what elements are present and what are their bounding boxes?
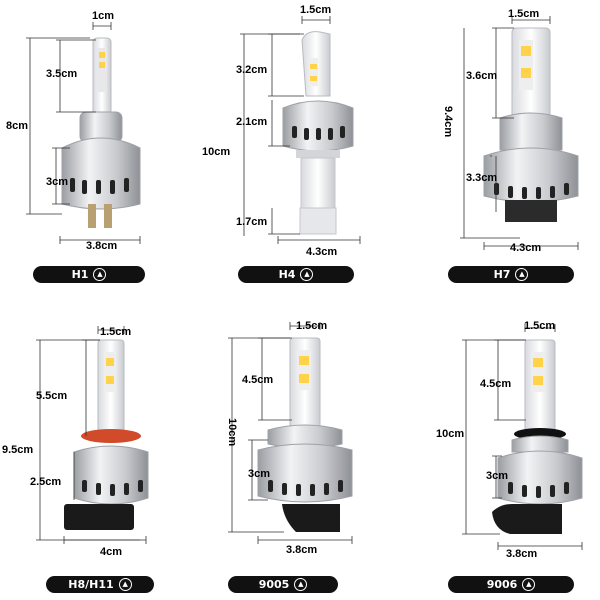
dim-body-height: 2.5cm <box>30 476 62 488</box>
dim-led-height: 5.5cm <box>36 390 68 402</box>
bulb-name: H4 <box>278 268 296 281</box>
dim-neck-height: 2.1cm <box>236 116 268 128</box>
dim-led-width: 1.5cm <box>524 320 556 332</box>
bulb-card-h8h11: 1.5cm 5.5cm 9.5cm 2.5cm 4cm H8/H11 ▲ <box>0 300 200 600</box>
dimension-lines <box>26 16 583 550</box>
dim-total-height: 9.4cm <box>442 106 454 138</box>
dim-led-width: 1.5cm <box>300 4 332 16</box>
bulb-label-h1: H1 ▲ <box>33 266 145 283</box>
bulb-name: 9005 <box>258 578 290 591</box>
dim-body-height: 3cm <box>248 468 271 480</box>
bulb-card-h7: 1.5cm 3.6cm 9.4cm 3.3cm 4.3cm H7 ▲ <box>400 0 600 300</box>
dim-body-width: 3.8cm <box>506 548 538 560</box>
bulb-h8h11-drawing <box>64 339 149 530</box>
bulb-label-h7: H7 ▲ <box>448 266 574 283</box>
dim-led-height: 3.5cm <box>46 68 78 80</box>
dim-led-height: 4.5cm <box>480 378 512 390</box>
chevron-up-circle-icon: ▲ <box>118 578 132 591</box>
bulb-h4-drawing <box>282 31 354 235</box>
bulb-card-h1: 1cm 3.5cm 8cm 3cm 3.8cm H1 ▲ <box>0 0 200 300</box>
dim-total-height: 9.5cm <box>2 444 34 456</box>
bulb-h1-drawing <box>61 37 141 228</box>
dim-body-width: 4.3cm <box>510 242 542 254</box>
dim-body-width: 4.3cm <box>306 246 338 258</box>
bulb-label-9006: 9006 ▲ <box>448 576 574 593</box>
chevron-up-circle-icon: ▲ <box>515 268 529 281</box>
bulb-card-9005: 1.5cm 4.5cm 10cm 3cm 3.8cm 9005 ▲ <box>200 300 400 600</box>
dim-body-width: 3.8cm <box>286 544 318 556</box>
bulb-card-h4: 1.5cm 3.2cm 2.1cm 10cm 1.7cm 4.3cm H4 ▲ <box>200 0 400 300</box>
dim-body-height: 3cm <box>486 470 509 482</box>
bulb-name: 9006 <box>486 578 518 591</box>
bulb-label-h8h11: H8/H11 ▲ <box>46 576 154 593</box>
bulb-card-9006: 1.5cm 4.5cm 10cm 3cm 3.8cm 9006 ▲ <box>400 300 600 600</box>
dim-led-height: 3.6cm <box>466 70 498 82</box>
dim-body-width: 3.8cm <box>86 240 118 252</box>
bulb-name: H7 <box>493 268 511 281</box>
dim-led-height: 3.2cm <box>236 64 268 76</box>
bulb-h7-drawing <box>483 27 579 222</box>
bulb-9005-drawing <box>257 337 353 532</box>
dim-body-height: 3cm <box>46 176 69 188</box>
bulb-name: H1 <box>71 268 89 281</box>
chevron-up-circle-icon: ▲ <box>294 578 308 591</box>
dim-total-height: 10cm <box>226 418 238 447</box>
bulb-9006-drawing <box>492 339 583 534</box>
dim-body-height: 3.3cm <box>466 172 498 184</box>
dim-body-width: 4cm <box>100 546 123 558</box>
bulb-name: H8/H11 <box>68 578 114 591</box>
dim-total-height: 10cm <box>436 428 465 440</box>
dim-led-width: 1cm <box>92 10 115 22</box>
dim-total-height: 10cm <box>202 146 231 158</box>
dim-base-height: 1.7cm <box>236 216 268 228</box>
dim-led-width: 1.5cm <box>508 8 540 20</box>
dim-led-height: 4.5cm <box>242 374 274 386</box>
dim-led-width: 1.5cm <box>296 320 328 332</box>
bulb-label-h4: H4 ▲ <box>238 266 354 283</box>
chevron-up-circle-icon: ▲ <box>93 268 107 281</box>
dim-total-height: 8cm <box>6 120 29 132</box>
bulb-label-9005: 9005 ▲ <box>228 576 338 593</box>
chevron-up-circle-icon: ▲ <box>300 268 314 281</box>
dim-led-width: 1.5cm <box>100 326 132 338</box>
chevron-up-circle-icon: ▲ <box>522 578 536 591</box>
